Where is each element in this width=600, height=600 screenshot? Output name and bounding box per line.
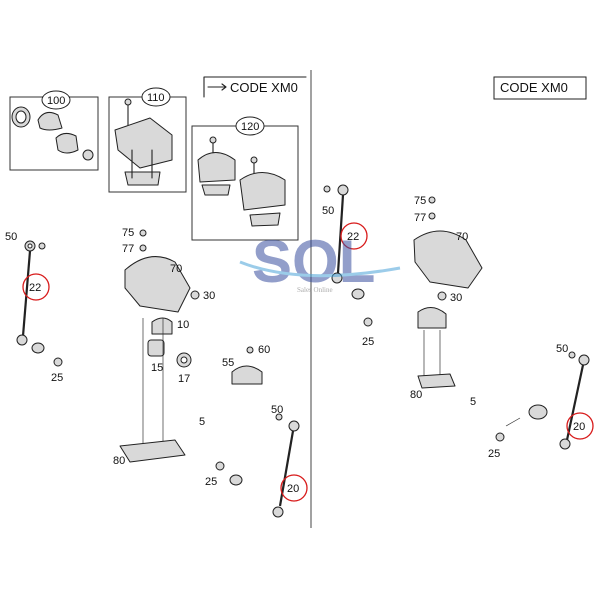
- label-22: 22: [29, 282, 41, 294]
- box-120: 120: [191, 116, 299, 241]
- label-5-right: 5: [470, 396, 476, 408]
- label-60: 60: [258, 344, 270, 356]
- right-code-label: CODE XM0: [500, 80, 568, 95]
- label-50: 50: [5, 231, 17, 243]
- right-view: 50 22 75 77 70 30 80 25 5 50 20: [322, 184, 594, 460]
- label-25-right-bottom: 25: [488, 448, 500, 460]
- watermark-logo: SOL Sales Online: [239, 228, 401, 295]
- label-70: 70: [170, 263, 182, 275]
- label-25-right: 25: [205, 476, 217, 488]
- label-20: 20: [287, 483, 299, 495]
- watermark-subtitle: Sales Online: [297, 286, 333, 294]
- callout-120: 120: [241, 121, 259, 133]
- callout-110: 110: [147, 92, 165, 104]
- right-code-header: CODE XM0: [493, 76, 587, 100]
- label-17: 17: [178, 373, 190, 385]
- label-50-right-link: 50: [271, 404, 283, 416]
- watermark-text: SOL: [252, 228, 375, 295]
- label-5: 5: [199, 416, 205, 428]
- label-75-right: 75: [414, 195, 426, 207]
- label-55: 55: [222, 357, 234, 369]
- left-code-header: CODE XM0: [203, 76, 307, 98]
- label-25-right-view: 25: [362, 336, 374, 348]
- box-110: 110: [108, 87, 187, 193]
- label-10: 10: [177, 319, 189, 331]
- label-30-right: 30: [450, 292, 462, 304]
- label-30: 30: [203, 290, 215, 302]
- left-code-label: CODE XM0: [230, 80, 298, 95]
- highlight-circle-22: [22, 273, 50, 301]
- label-75: 75: [122, 227, 134, 239]
- box-100: 100: [9, 90, 99, 171]
- label-50-right-bottom: 50: [556, 343, 568, 355]
- label-25-left: 25: [51, 372, 63, 384]
- label-80: 80: [113, 455, 125, 467]
- label-20-right: 20: [573, 421, 585, 433]
- callout-100: 100: [47, 95, 65, 107]
- label-70-right: 70: [456, 231, 468, 243]
- label-77-right: 77: [414, 212, 426, 224]
- label-22-right: 22: [347, 231, 359, 243]
- label-80-right: 80: [410, 389, 422, 401]
- left-view: 50 22 75 77 70 30 10 15 17 55 60 25: [5, 227, 308, 518]
- highlight-circle-20: [280, 474, 308, 502]
- label-50-right-top: 50: [322, 205, 334, 217]
- label-77: 77: [122, 243, 134, 255]
- label-15: 15: [151, 362, 163, 374]
- highlight-circle-20-right: [566, 412, 594, 440]
- highlight-circle-22-right: [340, 222, 368, 250]
